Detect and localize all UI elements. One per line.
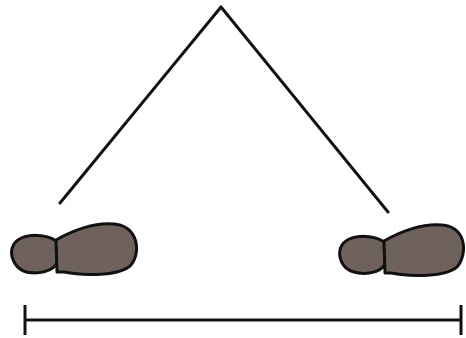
left-shoe-heel: [12, 235, 57, 273]
left-shoe-icon: [12, 224, 137, 275]
triangle-lines: [60, 7, 388, 212]
right-shoe-sole: [384, 225, 464, 276]
span-bar: [24, 305, 462, 335]
left-shoe-sole: [56, 224, 137, 275]
triangle-left-side: [60, 7, 221, 203]
right-shoe-icon: [340, 225, 464, 276]
right-shoe-heel: [340, 236, 385, 273]
triangle-right-side: [221, 7, 388, 212]
